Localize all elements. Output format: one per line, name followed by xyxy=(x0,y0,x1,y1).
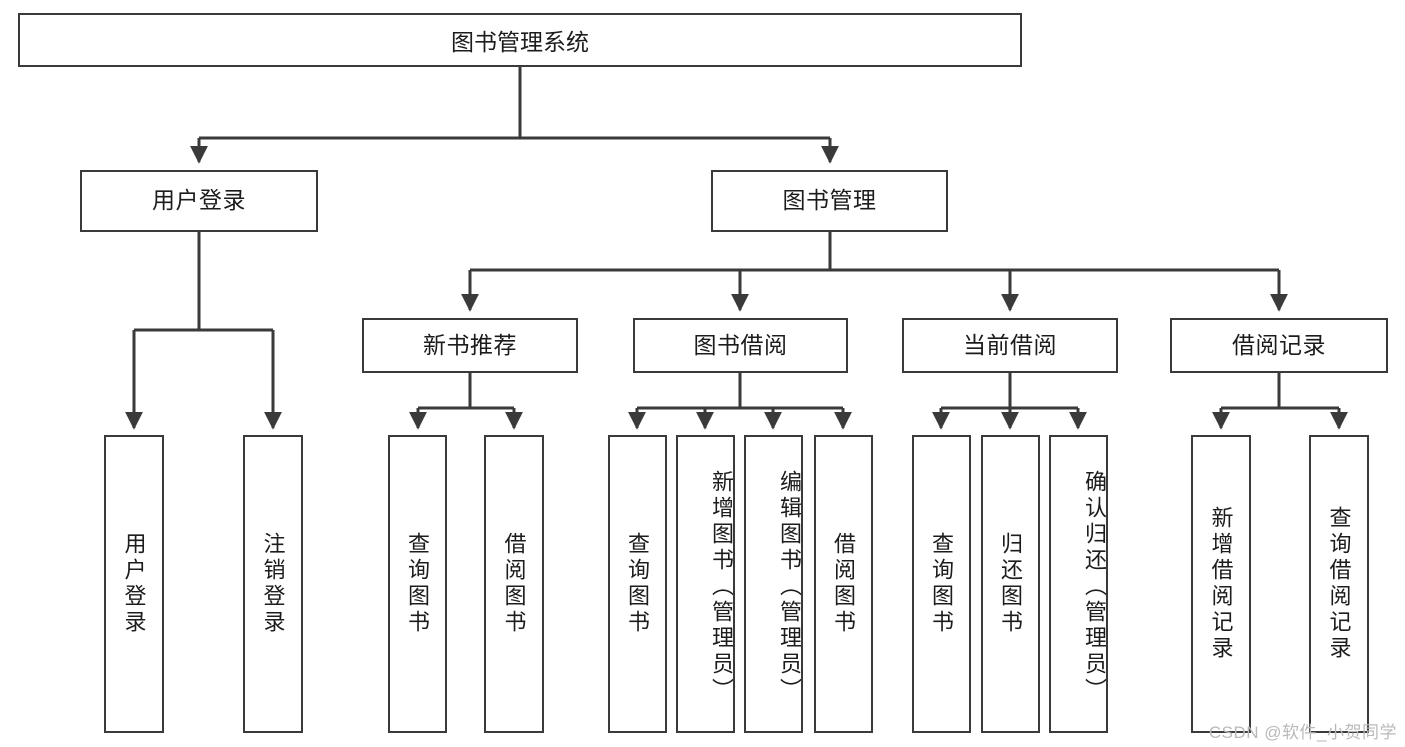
leaf-br-query-record[interactable]: 查询借阅记录 xyxy=(1309,435,1369,733)
node-user-login[interactable]: 用户登录 xyxy=(80,170,318,232)
node-label: 图书借阅 xyxy=(693,331,788,358)
node-root-book-management-system[interactable]: 图书管理系统 xyxy=(18,13,1022,67)
node-label: 用户登录 xyxy=(152,187,246,214)
leaf-bb-query-book[interactable]: 查询图书 xyxy=(608,435,667,733)
leaf-user-login[interactable]: 用户登录 xyxy=(104,435,164,733)
node-label: 查询图书 xyxy=(625,532,651,636)
node-label: 图书管理 xyxy=(782,187,877,214)
leaf-cb-query-book[interactable]: 查询图书 xyxy=(912,435,971,733)
leaf-bb-add-book[interactable]: 新增图书（管理员） xyxy=(676,435,735,733)
node-label: 编辑图书（管理员） xyxy=(777,470,802,704)
node-label: 查询借阅记录 xyxy=(1326,506,1352,662)
node-new-book-recommend[interactable]: 新书推荐 xyxy=(362,318,578,373)
leaf-cb-return-book[interactable]: 归还图书 xyxy=(981,435,1040,733)
node-label: 图书管理系统 xyxy=(451,29,589,55)
node-label: 借阅图书 xyxy=(831,532,857,636)
node-book-borrow[interactable]: 图书借阅 xyxy=(633,318,848,373)
node-current-borrow[interactable]: 当前借阅 xyxy=(902,318,1118,373)
watermark-text: CSDN @软件_小贺同学 xyxy=(1208,723,1397,742)
node-label: 查询图书 xyxy=(929,532,955,636)
leaf-bb-edit-book[interactable]: 编辑图书（管理员） xyxy=(744,435,803,733)
leaf-logout[interactable]: 注销登录 xyxy=(243,435,303,733)
node-borrow-record[interactable]: 借阅记录 xyxy=(1170,318,1388,373)
node-label: 借阅图书 xyxy=(501,532,527,636)
node-book-management[interactable]: 图书管理 xyxy=(711,170,948,232)
node-label: 查询图书 xyxy=(405,532,431,636)
node-label: 借阅记录 xyxy=(1232,331,1326,358)
node-label: 新增图书（管理员） xyxy=(709,470,734,704)
node-label: 确认归还（管理员） xyxy=(1082,470,1107,704)
node-label: 当前借阅 xyxy=(963,331,1057,358)
leaf-cb-confirm-return[interactable]: 确认归还（管理员） xyxy=(1049,435,1108,733)
node-label: 新书推荐 xyxy=(423,331,517,358)
leaf-br-add-record[interactable]: 新增借阅记录 xyxy=(1191,435,1251,733)
node-label: 新增借阅记录 xyxy=(1208,506,1234,662)
leaf-nb-query-book[interactable]: 查询图书 xyxy=(388,435,447,733)
node-label: 归还图书 xyxy=(998,532,1024,636)
leaf-nb-borrow-book[interactable]: 借阅图书 xyxy=(484,435,544,733)
leaf-bb-borrow-book[interactable]: 借阅图书 xyxy=(814,435,873,733)
node-label: 注销登录 xyxy=(260,532,286,636)
node-label: 用户登录 xyxy=(121,532,147,636)
